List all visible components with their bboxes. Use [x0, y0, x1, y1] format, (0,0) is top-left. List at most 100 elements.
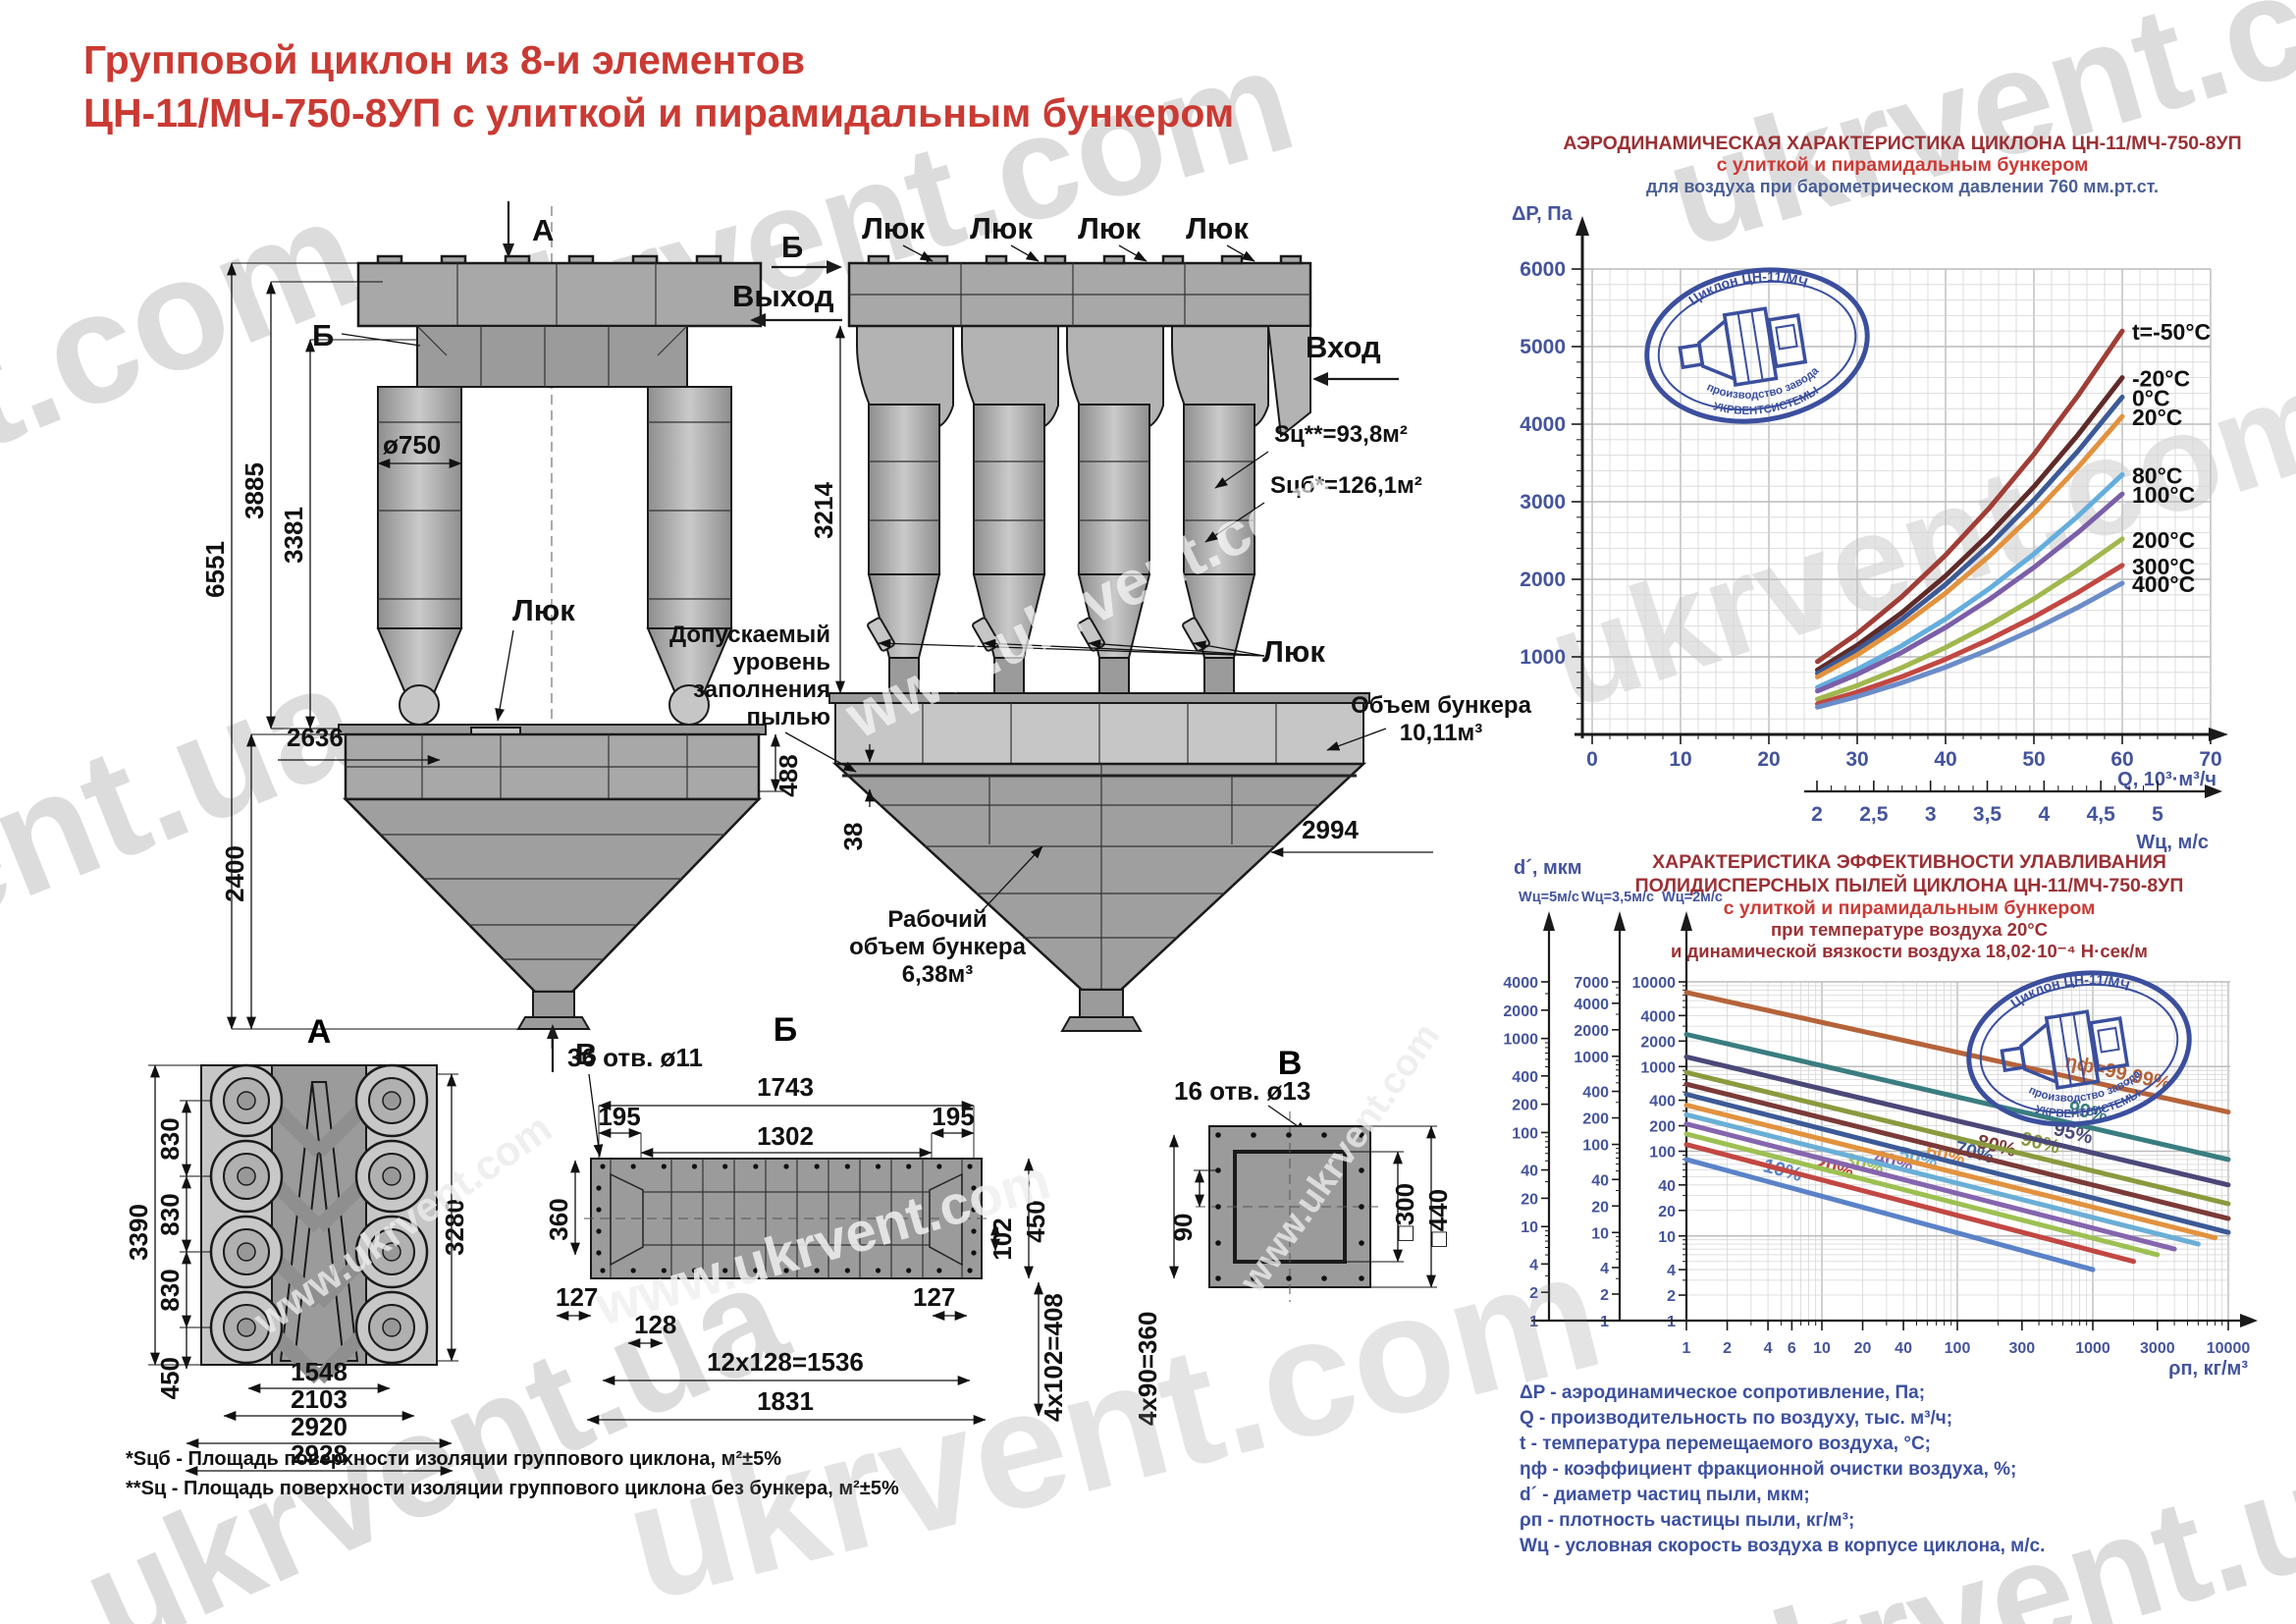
dim-830: 830 — [155, 1269, 185, 1311]
plan-view: А 830 830 830 450 3390 3 — [124, 1013, 469, 1476]
aero-title: АЭРОДИНАМИЧЕСКАЯ ХАРАКТЕРИСТИКА ЦИКЛОНА … — [1563, 133, 2241, 154]
eff-condition2: и динамической вязкости воздуха 18,02·10… — [1671, 941, 2148, 961]
plan-view-title: А — [307, 1013, 332, 1051]
dim-450: 450 — [155, 1357, 185, 1399]
dim-3214: 3214 — [809, 482, 838, 539]
svg-text:2,5: 2,5 — [1859, 803, 1889, 826]
svg-text:2: 2 — [1723, 1340, 1732, 1357]
footnote-2: **Sц - Площадь поверхности изоляции груп… — [126, 1478, 899, 1499]
svg-text:2: 2 — [1529, 1285, 1538, 1302]
svg-text:20: 20 — [1591, 1199, 1609, 1216]
svg-text:объем бункера: объем бункера — [849, 934, 1026, 960]
eff-title2: ПОЛИДИСПЕРСНЫХ ПЫЛЕЙ ЦИКЛОНА ЦН-11/МЧ-75… — [1635, 873, 2184, 896]
cyclone-cone — [376, 627, 463, 694]
svg-text:4: 4 — [1600, 1261, 1609, 1277]
aero-curve-100°C — [1815, 491, 2125, 694]
legend-line: Q - производительность по воздуху, тыс. … — [1520, 1408, 1952, 1429]
svg-text:40: 40 — [1895, 1340, 1912, 1357]
dim-360: 360 — [544, 1198, 573, 1240]
aero-curve-t=-50°C — [1815, 328, 2125, 665]
svg-text:10: 10 — [1669, 748, 1691, 771]
svg-text:1000: 1000 — [1574, 1050, 1609, 1066]
side-view-cyclones — [856, 325, 1269, 694]
eff-line-99% — [1683, 1032, 2231, 1163]
svg-text:2000: 2000 — [1574, 1023, 1609, 1040]
dim-90: 90 — [1168, 1214, 1198, 1242]
svg-text:t=-50°C: t=-50°C — [2132, 319, 2211, 345]
svg-text:30: 30 — [1845, 748, 1868, 771]
eff-chart: ХАРАКТЕРИСТИКА ЭФФЕКТИВНОСТИ УЛАВЛИВАНИЯ… — [1503, 851, 2258, 1380]
insulation-area-top: Sц**=93,8м² — [1274, 421, 1408, 448]
svg-text:1000: 1000 — [1640, 1059, 1676, 1076]
svg-text:Wц=2м/с: Wц=2м/с — [1662, 890, 1723, 905]
eff-line-90% — [1683, 1069, 2231, 1207]
dim-1548: 1548 — [291, 1357, 347, 1386]
cone-hatch-leaders — [878, 638, 1265, 657]
section-label-b: Б — [312, 318, 334, 352]
eff-line-40% — [1683, 1121, 2177, 1252]
cyclone-cylinder — [1183, 404, 1255, 575]
cyclone-cylinder — [377, 386, 462, 629]
flange-v-bolts — [1215, 1132, 1364, 1281]
outlet-duct — [416, 325, 688, 388]
insulation-area-full: Sцб*=126,1м² — [1270, 472, 1422, 499]
outlet-label: Выход — [732, 279, 834, 313]
hatch-leaders — [902, 244, 1255, 262]
dim-195: 195 — [932, 1102, 974, 1131]
aero-subtitle: с улиткой и пирамидальным бункером — [1717, 154, 2089, 176]
inlet-duct — [1266, 325, 1311, 438]
aero-curve--20°C — [1815, 375, 2125, 673]
svg-text:400: 400 — [1582, 1085, 1609, 1102]
dim-127: 127 — [556, 1282, 598, 1312]
svg-text:40: 40 — [1521, 1164, 1538, 1180]
eff-line-20% — [1683, 1142, 2136, 1265]
svg-text:10: 10 — [1813, 1340, 1831, 1357]
legend-line: ηф - коэффициент фракционной очистки воз… — [1520, 1459, 2016, 1480]
svg-text:5000: 5000 — [1520, 336, 1566, 358]
svg-text:Wц=5м/с: Wц=5м/с — [1519, 890, 1579, 905]
svg-text:2000: 2000 — [1520, 568, 1566, 591]
dim-440: □440 — [1423, 1189, 1453, 1247]
svg-text:10,11м³: 10,11м³ — [1400, 720, 1482, 746]
svg-text:4: 4 — [2038, 803, 2050, 826]
svg-text:4,5: 4,5 — [2087, 803, 2116, 826]
dim-2400: 2400 — [220, 845, 249, 902]
svg-text:2: 2 — [1667, 1288, 1676, 1305]
svg-text:1000: 1000 — [1520, 646, 1566, 669]
svg-text:-20°C: -20°C — [2132, 366, 2190, 392]
cyclone-cylinder — [1078, 404, 1150, 575]
svg-text:0°C: 0°C — [2132, 385, 2170, 410]
svg-text:0: 0 — [1586, 748, 1598, 771]
legend-line: ΔP - аэродинамическое сопротивление, Па; — [1520, 1382, 1925, 1403]
svg-text:4000: 4000 — [1574, 997, 1609, 1013]
svg-text:4: 4 — [1529, 1257, 1538, 1273]
svg-text:40: 40 — [1934, 748, 1956, 771]
logo-cyclone-body — [1722, 306, 1779, 387]
svg-text:1000: 1000 — [1503, 1032, 1538, 1049]
section-label-b: Б — [781, 230, 803, 264]
legend-line: t - температура перемещаемого воздуха, °… — [1520, 1434, 1931, 1454]
svg-text:10000: 10000 — [2207, 1340, 2251, 1357]
front-view: А Б Люк В 6551 3885 3381 2400 ø750 — [200, 201, 803, 1072]
dim-195: 195 — [598, 1102, 640, 1131]
dim-3885: 3885 — [240, 462, 269, 519]
page-title-line2: ЦН-11/МЧ-750-8УП с улиткой и пирамидальн… — [83, 90, 1235, 136]
dim-102: 102 — [988, 1218, 1017, 1260]
eff-line-70% — [1683, 1092, 2231, 1235]
svg-text:6000: 6000 — [1520, 258, 1566, 281]
svg-text:100: 100 — [1649, 1145, 1676, 1162]
eff-xlabel: ρп, кг/м³ — [2168, 1358, 2248, 1380]
svg-text:20: 20 — [1521, 1191, 1538, 1208]
hatch-label: Люк — [970, 211, 1033, 245]
eff-subtitle: с улиткой и пирамидальным бункером — [1724, 897, 2096, 919]
svg-text:уровень: уровень — [733, 649, 830, 676]
svg-text:70: 70 — [2199, 748, 2221, 771]
svg-text:200: 200 — [1649, 1119, 1676, 1136]
dim-6551: 6551 — [200, 541, 230, 598]
flange-view-b: Б 36 отв. ø11 1743 195 195 1302 360 102 — [544, 1011, 1068, 1425]
logo-cyclone-body — [2044, 1009, 2101, 1090]
svg-text:50: 50 — [2022, 748, 2045, 771]
svg-text:4: 4 — [1764, 1340, 1773, 1357]
cyclone-cylinder — [973, 404, 1045, 575]
